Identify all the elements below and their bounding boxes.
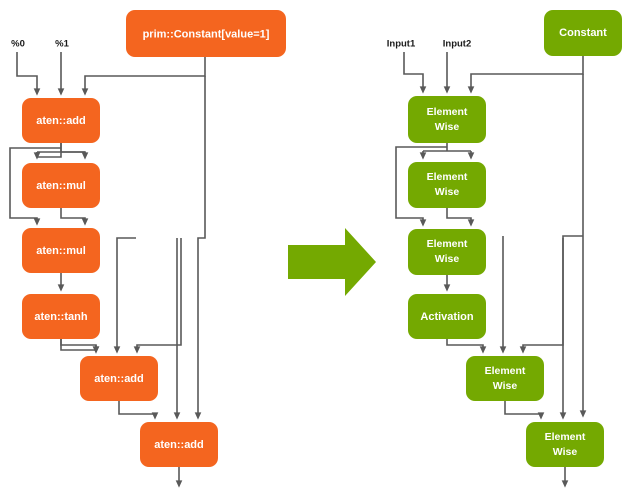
edge-tanh-to-add2-path (60, 339, 100, 354)
node-element-wise-1[interactable]: Element Wise (408, 96, 486, 143)
edge-ew1-skip-to-ew3 (395, 146, 447, 227)
edge-activation-to-ew4 (446, 339, 487, 354)
edge-constbranch-top (562, 235, 583, 238)
input-label-pct0: %0 (11, 39, 25, 50)
edge-mid-trunk-top (116, 237, 136, 240)
node-prim-constant[interactable]: prim::Constant[value=1] (126, 10, 286, 57)
left-graph-edges (9, 52, 206, 488)
edge-input1-to-ew1 (403, 52, 427, 94)
input-label-input1: Input1 (387, 39, 416, 50)
right-graph-edges (395, 52, 587, 488)
node-activation[interactable]: Activation (408, 294, 486, 339)
node-aten-add-1[interactable]: aten::add (22, 98, 100, 143)
input-label-input2: Input2 (443, 39, 472, 50)
node-aten-tanh[interactable]: aten::tanh (22, 294, 100, 339)
node-element-wise-3[interactable]: Element Wise (408, 229, 486, 275)
node-element-wise-5[interactable]: Element Wise (526, 422, 604, 467)
transform-arrow-shape (288, 228, 376, 296)
node-aten-add-2[interactable]: aten::add (80, 356, 158, 401)
node-aten-mul-1[interactable]: aten::mul (22, 163, 100, 208)
transform-arrow (288, 228, 376, 296)
edge-add1-bus (37, 143, 62, 158)
node-constant[interactable]: Constant (544, 10, 622, 56)
left-graph-input-labels: %0 %1 (11, 39, 69, 50)
edge-add1-skip-to-mul2 (9, 147, 61, 226)
edge-const-to-add1 (81, 57, 206, 96)
node-aten-add-3[interactable]: aten::add (140, 422, 218, 467)
edge-add2-to-add3 (118, 401, 159, 420)
edge-ew4-to-ew5 (504, 401, 545, 420)
edge-mul1-to-mul2 (60, 208, 89, 226)
node-element-wise-4[interactable]: Element Wise (466, 356, 544, 401)
edge-const2-to-add2 (133, 238, 182, 354)
edge-constant-to-ew1 (467, 56, 584, 94)
edge-const-to-add3 (194, 76, 206, 420)
node-element-wise-2[interactable]: Element Wise (408, 162, 486, 208)
right-graph-input-labels: Input1 Input2 (387, 39, 472, 50)
edge-constbranch-to-ew4 (519, 238, 564, 354)
node-aten-mul-2[interactable]: aten::mul (22, 228, 100, 273)
input-label-pct1: %1 (55, 39, 69, 50)
right-graph-nodes: Constant Element Wise Element Wise Eleme… (408, 10, 622, 467)
edge-ew2-to-ew3 (446, 208, 475, 227)
edge-in0-to-add1 (16, 52, 41, 96)
